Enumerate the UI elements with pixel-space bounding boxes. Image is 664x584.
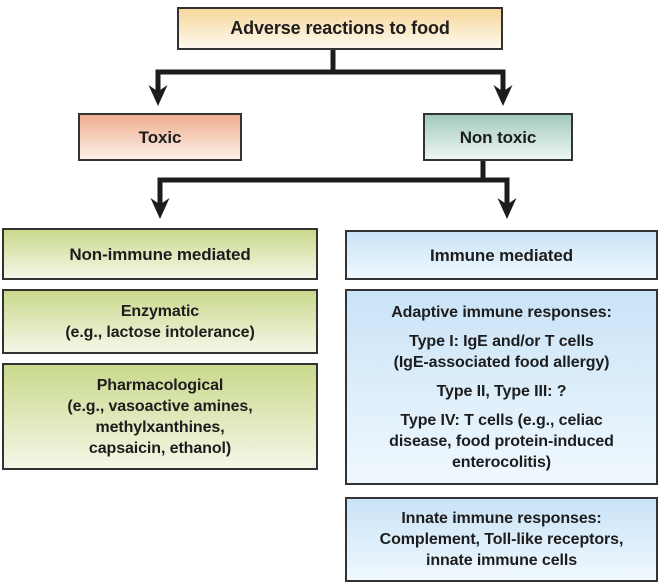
nontoxic-arrowhead-icon (493, 85, 513, 106)
non-immune-arrowhead-icon (150, 198, 170, 219)
level1-connectors (155, 49, 506, 94)
node-non-toxic: Non toxic (423, 113, 573, 161)
node-innate-immune-responses: Innate immune responses: Complement, Tol… (345, 497, 658, 582)
adaptive-type1: Type I: IgE and/or T cells (IgE-associat… (393, 332, 610, 371)
node-immune-mediated: Immune mediated (345, 230, 658, 280)
node-toxic: Toxic (78, 113, 242, 161)
immune-arrowhead-icon (497, 198, 517, 219)
node-non-immune-mediated: Non-immune mediated (2, 228, 318, 280)
node-enzymatic: Enzymatic (e.g., lactose intolerance) (2, 289, 318, 354)
adaptive-type2-3: Type II, Type III: ? (436, 382, 567, 400)
node-pharmacological: Pharmacological (e.g., vasoactive amines… (2, 363, 318, 470)
node-label: Toxic (138, 127, 182, 147)
adaptive-type4: Type IV: T cells (e.g., celiac disease, … (389, 411, 614, 471)
node-label: Non toxic (459, 127, 537, 147)
node-adverse-reactions-to-food: Adverse reactions to food (177, 7, 503, 50)
node-adaptive-immune-responses: Adaptive immune responses: Type I: IgE a… (345, 289, 658, 485)
node-label: Non-immune mediated (69, 244, 251, 264)
node-label: Immune mediated (429, 245, 574, 265)
adaptive-text-stack: Adaptive immune responses: Type I: IgE a… (389, 302, 614, 473)
node-label: Innate immune responses: Complement, Tol… (379, 510, 624, 569)
level2-connectors (157, 160, 510, 206)
toxic-arrowhead-icon (148, 85, 168, 106)
node-label: Adverse reactions to food (230, 18, 450, 38)
adaptive-heading: Adaptive immune responses: (391, 303, 612, 321)
node-label: Enzymatic (e.g., lactose intolerance) (65, 302, 255, 341)
node-label: Pharmacological (e.g., vasoactive amines… (67, 376, 253, 457)
